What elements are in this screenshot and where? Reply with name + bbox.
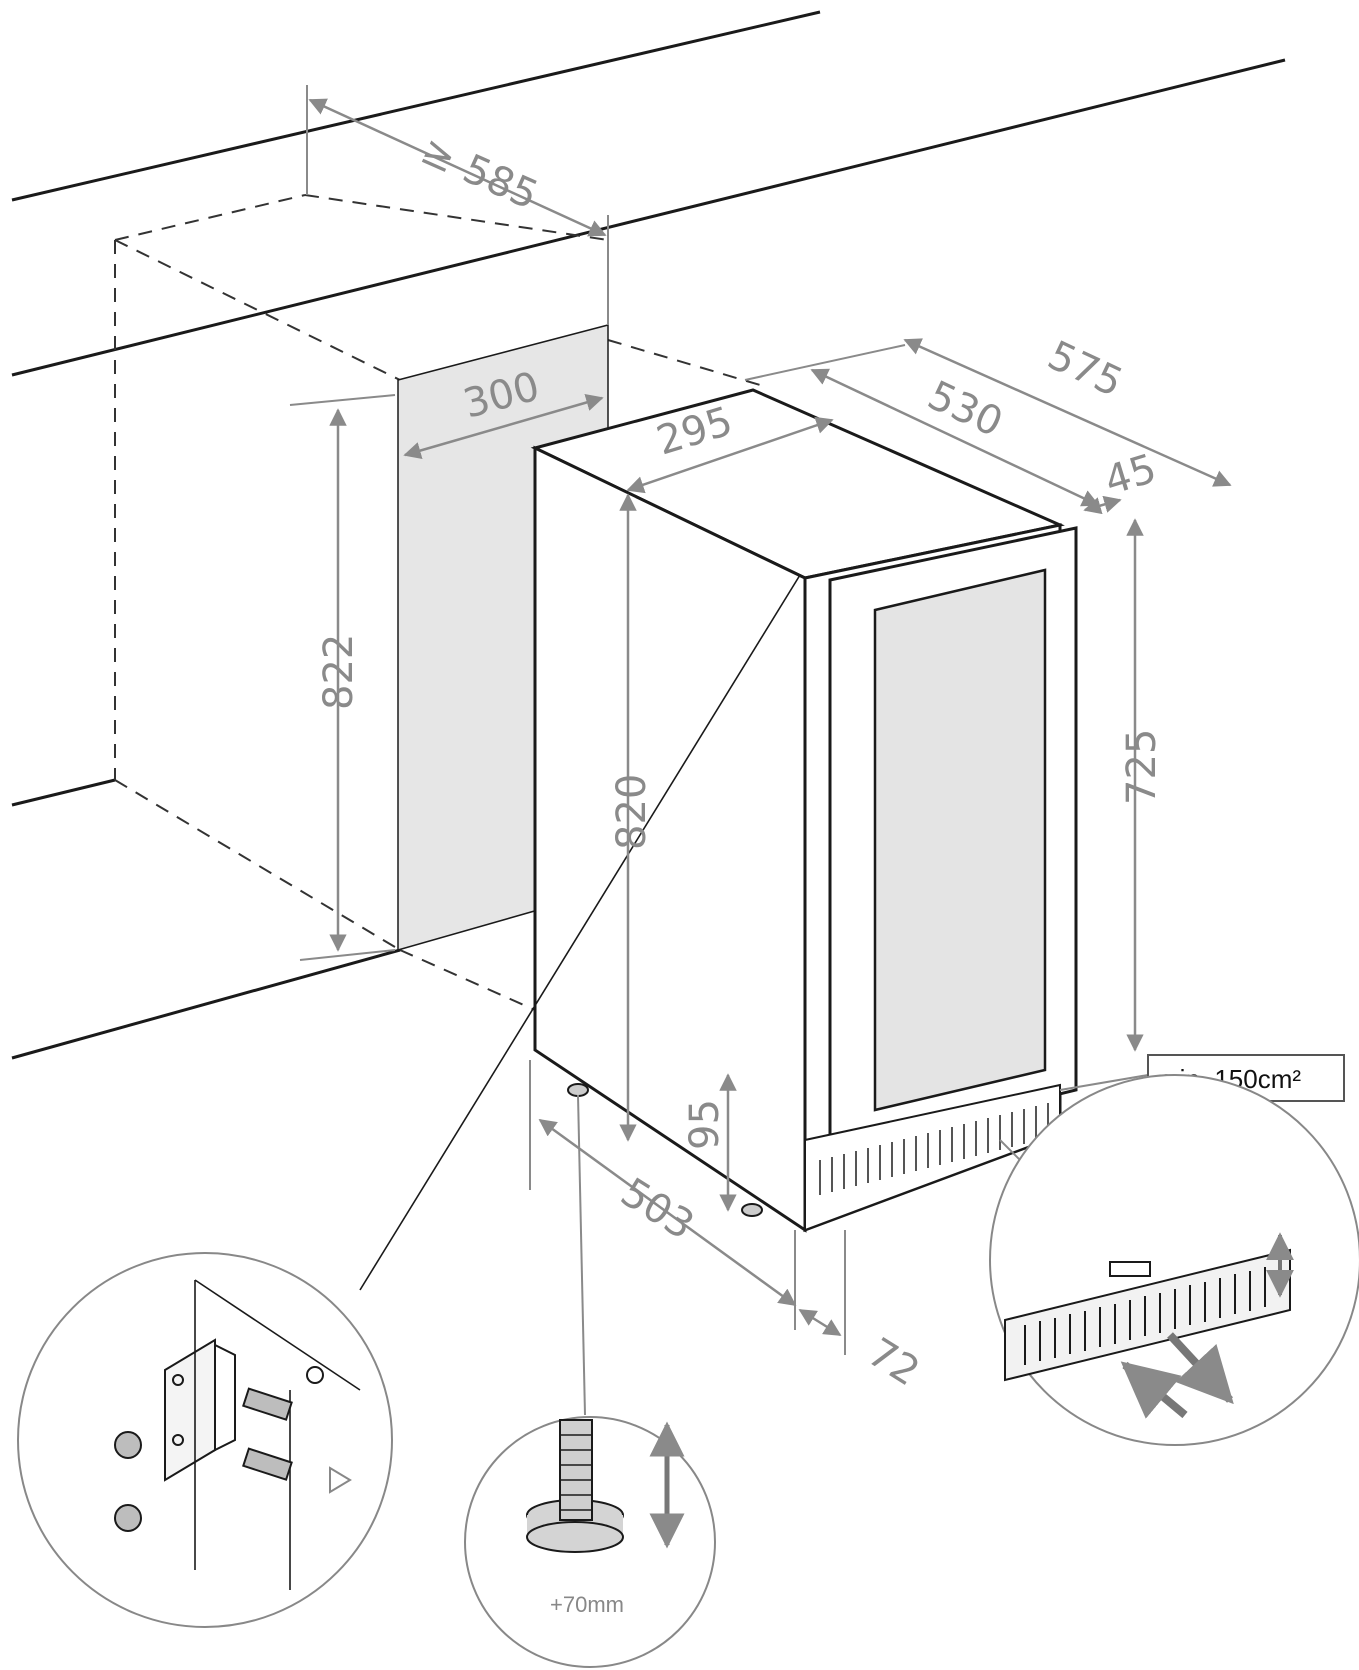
bracket-detail [17, 1252, 393, 1628]
airflow-in-arrow-icon [1120, 1361, 1188, 1419]
dim-niche-depth: ≥ 585 [414, 127, 545, 219]
foot-detail: +70mm [464, 1416, 716, 1668]
dim-plinth-height: 95 [682, 1099, 728, 1150]
wine-cooler-body [530, 388, 1078, 1233]
dim-unit-height: 820 [609, 774, 655, 850]
dim-plinth-depth: 72 [860, 1329, 928, 1395]
plinth-grille [819, 1103, 1049, 1195]
foot [741, 1203, 763, 1217]
dim-niche-height: 822 [316, 634, 362, 710]
grille-detail [989, 1074, 1359, 1446]
dim-unit-depth-body: 530 [921, 372, 1010, 446]
dim-door-depth: 45 [1099, 446, 1161, 505]
airflow-out-arrow-icon [1167, 1332, 1234, 1405]
dim-door-height: 725 [1119, 729, 1165, 805]
foot-adjust-label: +70mm [550, 1592, 624, 1617]
foot [567, 1083, 589, 1097]
dimension-arrows [289, 85, 1232, 1355]
dim-unit-depth-total: 575 [1041, 332, 1130, 406]
